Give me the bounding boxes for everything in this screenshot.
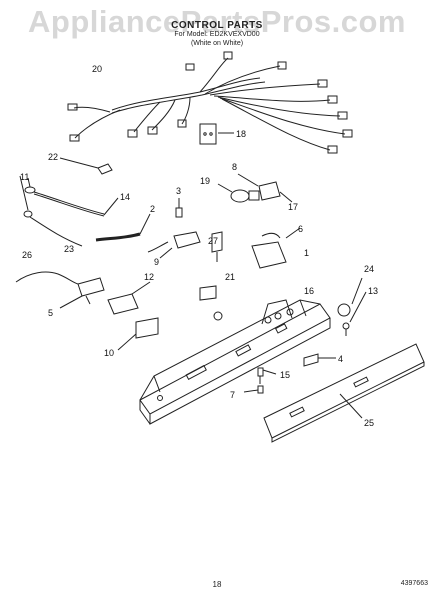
callout-3: 3 [176, 186, 181, 196]
callout-18: 18 [236, 129, 246, 139]
callout-19: 19 [200, 176, 210, 186]
light-switch [107, 281, 151, 315]
clip-part [59, 157, 113, 175]
callout-5: 5 [48, 308, 53, 318]
control-switch [147, 231, 201, 259]
control-knob [337, 277, 367, 336]
cover-plate [199, 123, 234, 145]
retainer-clip [303, 353, 336, 367]
thermostat-control [251, 227, 301, 269]
color-note: (White on White) [190, 40, 244, 47]
page-number: 18 [212, 580, 222, 589]
callout-11: 11 [20, 172, 29, 182]
front-trim-panel [263, 343, 425, 443]
callout-21: 21 [225, 272, 235, 282]
callout-14: 14 [120, 192, 130, 202]
callout-23: 23 [64, 244, 74, 254]
callout-12: 12 [144, 272, 154, 282]
callout-7: 7 [230, 390, 235, 400]
housing-screws [243, 367, 277, 394]
control-housing [139, 299, 331, 425]
mounting-screw [175, 198, 183, 218]
wire-loop [15, 271, 79, 285]
callout-4: 4 [338, 354, 343, 364]
wire-harness [67, 51, 353, 154]
relay-switch [59, 277, 105, 309]
lamp-assembly [217, 173, 293, 203]
callout-6: 6 [298, 224, 303, 234]
callout-26: 26 [22, 250, 32, 260]
callout-labels: 20 18 22 11 14 3 8 19 17 2 26 23 9 27 6 … [20, 64, 378, 428]
callout-22: 22 [48, 152, 58, 162]
model-subtitle: For Model: ED2KVEXVD00 [174, 31, 260, 38]
callout-9: 9 [154, 257, 159, 267]
callout-15: 15 [280, 370, 290, 380]
callout-16: 16 [304, 286, 314, 296]
callout-24: 24 [364, 264, 374, 274]
watermark: AppliancePartsPros.com [28, 4, 406, 39]
callout-20: 20 [92, 64, 102, 74]
callout-10: 10 [104, 348, 114, 358]
callout-1: 1 [304, 248, 309, 258]
callout-25: 25 [364, 418, 374, 428]
thermistor-assembly [19, 175, 119, 247]
label-plate [199, 285, 217, 301]
callout-8: 8 [232, 162, 237, 172]
callout-27: 27 [208, 236, 218, 246]
diagram-title: CONTROL PARTS [171, 20, 263, 31]
drain-tube [95, 213, 151, 242]
callout-2: 2 [150, 204, 155, 214]
insulation-pad [117, 317, 159, 351]
document-number: 4397663 [400, 580, 428, 587]
bracket [211, 231, 223, 262]
callout-13: 13 [368, 286, 378, 296]
callout-17: 17 [288, 202, 298, 212]
